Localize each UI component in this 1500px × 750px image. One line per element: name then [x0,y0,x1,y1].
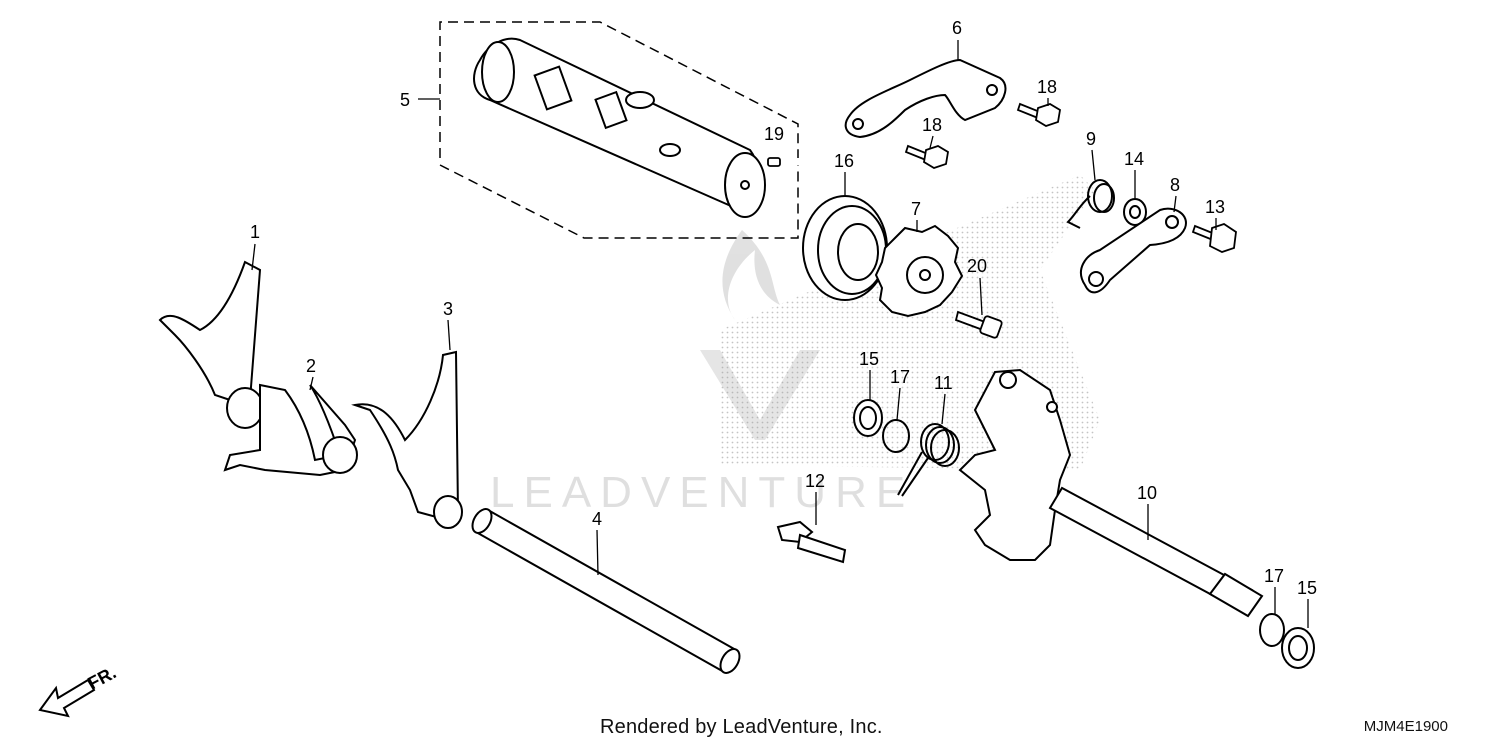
shift-drum-group-frame [439,21,799,239]
callout-20: 20 [967,256,987,276]
stopper-plate [844,58,1007,139]
callout-1: 1 [250,222,260,242]
shift-fork-3 [351,350,463,529]
callout-12: 12 [805,471,825,491]
callout-10: 10 [1137,483,1157,503]
callout-11: 11 [934,373,953,393]
callout-8: 8 [1170,175,1180,195]
callout-13: 13 [1205,197,1225,217]
callout-19: 19 [764,124,784,144]
drum-center-7 [874,224,964,318]
circlip-17-right [1259,613,1285,647]
callout-18-top: 18 [1037,77,1057,97]
callout-17-right: 17 [1264,566,1284,586]
fork-shaft [471,508,741,674]
callout-15-right: 15 [1297,578,1317,598]
callout-14: 14 [1124,149,1144,169]
callout-7: 7 [911,199,921,219]
circlip-17-left [882,419,910,453]
return-spring-11 [897,423,960,497]
callout-16: 16 [834,151,854,171]
oil-seal-15-right [1281,627,1315,669]
callout-18-mid: 18 [922,115,942,135]
callout-5: 5 [400,90,410,110]
front-arrow-icon [38,678,96,718]
shift-fork-1 [158,260,264,429]
callout-2: 2 [306,356,316,376]
front-direction-arrow: FR. [38,662,119,718]
bearing-16 [802,195,888,301]
bolt-13 [1191,223,1237,253]
bolt-18-top [1016,102,1061,127]
callout-3: 3 [443,299,453,319]
callout-17-left: 17 [890,367,910,387]
shift-fork-2 [223,383,358,477]
callout-6: 6 [952,18,962,38]
footer-credit: Rendered by LeadVenture, Inc. [600,716,883,738]
shift-drum [473,37,766,218]
leader-lines [251,40,1309,628]
spring-pin-12 [776,520,847,564]
watermark-logo [700,230,820,440]
watermark-text: LEADVENTURE [490,468,914,517]
bolt-20 [954,310,1003,339]
washer-14 [1123,198,1147,226]
callout-4: 4 [592,509,602,529]
gearshift-spindle-10 [958,368,1264,618]
stopper-arm-8 [1080,207,1187,294]
dowel-pin-19 [767,157,781,167]
oil-seal-15-left [853,399,883,437]
bolt-18-mid [904,144,949,169]
stopper-spring-9 [1066,179,1115,229]
callout-15-left: 15 [859,349,879,369]
diagram-code: MJM4E1900 [1363,718,1448,735]
callout-9: 9 [1086,129,1096,149]
